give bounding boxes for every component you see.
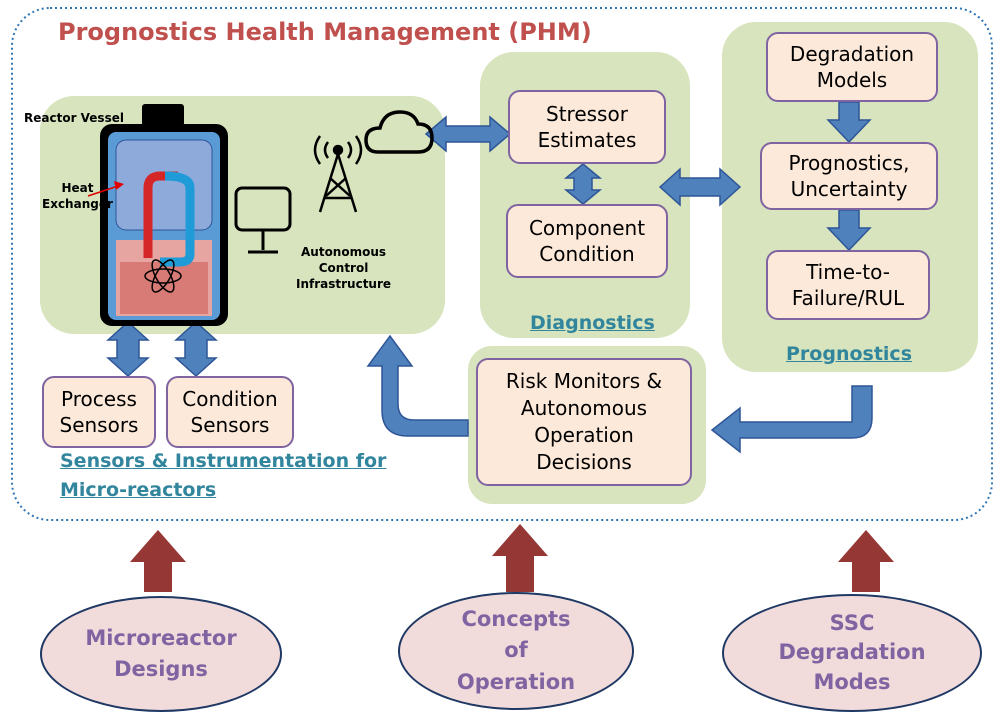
cloud-icon — [364, 110, 434, 154]
cloud-stressor-arrow — [424, 115, 512, 153]
ssc-up-arrow — [838, 530, 894, 592]
component-condition-box: Component Condition — [506, 204, 668, 278]
antenna-tower-icon — [313, 135, 363, 213]
diagnostics-label: Diagnostics — [530, 312, 655, 334]
degradation-models-box: Degradation Models — [766, 32, 938, 102]
diagnostics-prognostics-arrow — [658, 167, 742, 207]
concepts-of-operation-oval: Concepts of Operation — [398, 592, 634, 710]
uncertainty-ttf-arrow — [826, 209, 872, 252]
sensors-section-label: Sensors & Instrumentation for Micro-reac… — [60, 450, 387, 501]
monitor-icon — [234, 186, 292, 254]
heat-exchanger-pointer — [87, 185, 119, 197]
condition-sensors-box: Condition Sensors — [166, 376, 294, 448]
ssc-degradation-modes-oval: SSC Degradation Modes — [722, 594, 982, 712]
time-to-failure-box: Time-to- Failure/RUL — [766, 250, 930, 320]
risk-reactor-arrow — [366, 334, 469, 437]
prognostics-label: Prognostics — [786, 343, 913, 365]
process-sensors-box: Process Sensors — [42, 376, 156, 448]
stressor-estimates-box: Stressor Estimates — [508, 90, 666, 164]
page-title: Prognostics Health Management (PHM) — [58, 18, 592, 46]
autonomous-control-label: Autonomous Control Infrastructure — [296, 245, 392, 292]
concepts-up-arrow — [492, 524, 548, 592]
prognostics-uncertainty-box: Prognostics, Uncertainty — [760, 142, 938, 210]
degradation-prognostics-arrow — [826, 101, 872, 144]
vessel-process-arrow — [106, 320, 150, 378]
reactor-vessel-label: Reactor Vessel — [24, 111, 124, 125]
microreactor-designs-oval: Microreactor Designs — [40, 596, 282, 712]
vessel-condition-arrow — [174, 320, 218, 378]
risk-monitors-box: Risk Monitors & Autonomous Operation Dec… — [476, 358, 692, 486]
stressor-component-arrow — [563, 163, 603, 205]
prognostics-risk-arrow — [710, 385, 873, 454]
heat-exchanger-label: Heat Exchanger — [42, 181, 113, 212]
microreactor-up-arrow — [130, 530, 186, 592]
reactor-vessel-icon — [100, 104, 228, 326]
phm-boundary — [11, 7, 993, 521]
